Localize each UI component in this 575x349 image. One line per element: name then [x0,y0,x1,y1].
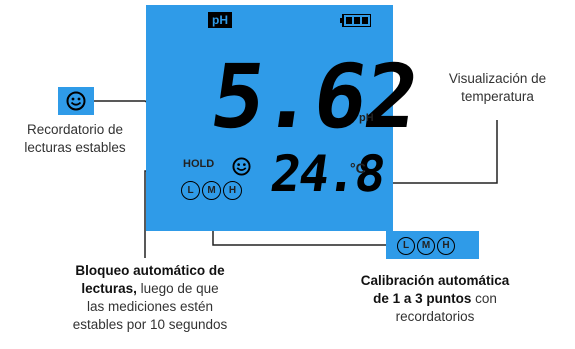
temperature-connector [362,120,498,184]
caption-line: estables por 10 segundos [72,317,228,332]
caption-line: Visualización de [448,71,547,86]
smiley-legend-box [58,87,94,115]
temperature-reading: 24.8 [266,145,388,203]
cal-mid-icon: M [202,181,221,200]
caption-bold: lecturas, [81,281,137,296]
smiley-icon [66,91,86,111]
calibration-caption: Calibración automática de 1 a 3 puntos c… [340,272,530,326]
ph-unit: pH [359,112,374,124]
caption-text: con [471,291,497,306]
ph-reading: 5.62 [204,45,424,148]
caption-line: recordatorios [395,309,475,324]
cal-high-icon: H [223,181,242,200]
cal-mid-icon: M [417,237,435,255]
caption-line: lecturas estables [24,140,126,155]
caption-line: las mediciones estén [86,299,214,314]
temperature-unit: °C [350,160,366,176]
temperature-caption: Visualización de temperatura [420,70,575,106]
stable-reading-caption: Recordatorio de lecturas estables [0,121,150,157]
caption-line: temperatura [461,89,534,104]
caption-bold: Bloqueo automático de [75,263,225,278]
caption-bold: Calibración automática [360,273,510,288]
hold-indicator: HOLD [183,158,215,170]
caption-text: luego de que [136,281,219,296]
battery-icon [340,14,371,27]
cal-high-icon: H [437,237,455,255]
cal-low-icon: L [397,237,415,255]
caption-bold: de 1 a 3 puntos [373,291,472,306]
caption-line: Recordatorio de [26,122,124,137]
smiley-icon [232,157,251,176]
cal-low-icon: L [181,181,200,200]
hold-caption: Bloqueo automático de lecturas, luego de… [50,262,250,334]
ph-badge: pH [208,12,232,28]
